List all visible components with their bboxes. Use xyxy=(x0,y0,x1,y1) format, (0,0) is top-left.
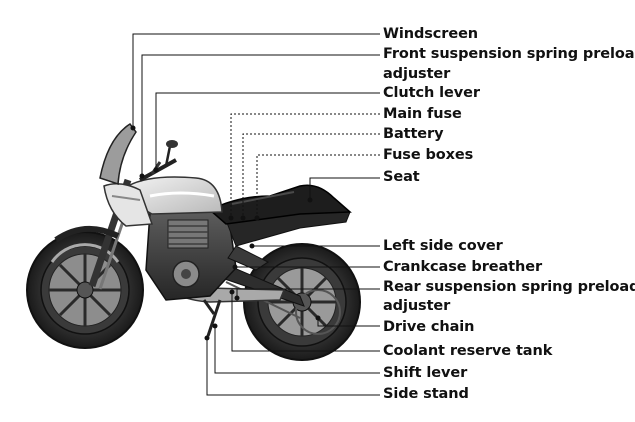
label-side-stand: Side stand xyxy=(383,386,469,402)
label-front-suspension-spring-preload-adjuster-line2: adjuster xyxy=(383,66,451,82)
label-clutch-lever: Clutch lever xyxy=(383,85,480,101)
label-battery: Battery xyxy=(383,126,444,142)
label-rear-suspension-spring-preload-adjuster-line1: Rear suspension spring preload xyxy=(383,279,635,295)
label-windscreen: Windscreen xyxy=(383,26,479,42)
fuel-tank xyxy=(103,176,223,227)
label-seat: Seat xyxy=(383,169,420,185)
seat xyxy=(208,184,352,225)
leader-lines xyxy=(132,33,380,396)
engine xyxy=(145,211,237,301)
label-left-side-cover: Left side cover xyxy=(383,238,503,254)
leader-dots xyxy=(130,125,321,341)
label-shift-lever: Shift lever xyxy=(383,365,468,381)
label-rear-suspension-spring-preload-adjuster-line2: adjuster xyxy=(383,298,451,314)
label-coolant-reserve-tank: Coolant reserve tank xyxy=(383,343,553,359)
label-crankcase-breather: Crankcase breather xyxy=(383,259,543,275)
front-wheel xyxy=(26,231,144,349)
side-stand-and-shift-lever xyxy=(202,299,222,337)
handlebar xyxy=(139,140,178,182)
windscreen xyxy=(99,122,137,186)
label-drive-chain: Drive chain xyxy=(383,319,475,335)
label-fuse-boxes: Fuse boxes xyxy=(383,147,474,163)
label-front-suspension-spring-preload-adjuster-line1: Front suspension spring preload xyxy=(383,46,635,62)
label-main-fuse: Main fuse xyxy=(383,106,462,122)
